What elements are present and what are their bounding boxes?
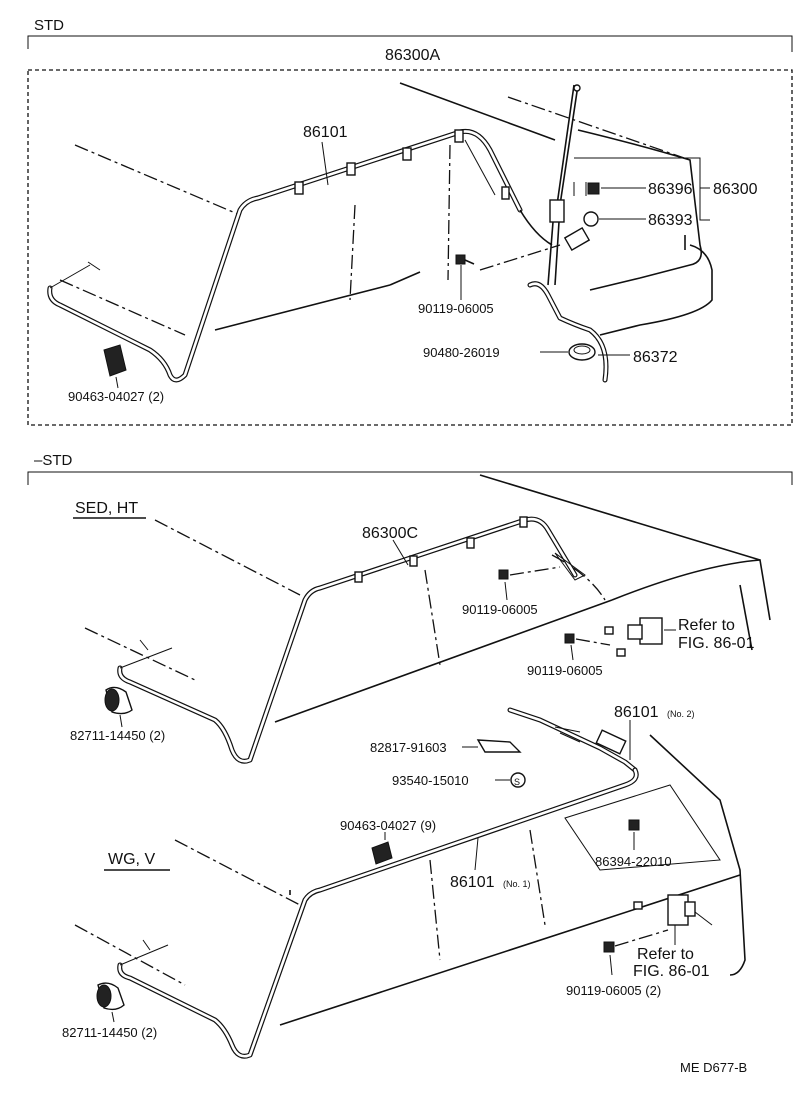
nut-86393: 86393 <box>583 211 693 229</box>
antenna-cable-86101-no1: 86101 (No. 1) <box>117 767 639 1059</box>
screw-label: 93540-15010 <box>392 773 469 788</box>
refer-fig-b-line1: Refer to <box>637 946 694 963</box>
antenna-assy-bracket <box>574 157 710 221</box>
nut-86393-label: 86393 <box>648 212 693 229</box>
subheader-sed-ht: SED, HT <box>75 500 138 517</box>
bolt-sed-a: 90119-06005 <box>462 566 561 617</box>
vehicle-body-wg <box>74 734 746 1026</box>
antenna-cable-86101 <box>47 128 523 383</box>
vehicle-body-std <box>59 82 713 336</box>
cable-no2-number: 86101 <box>614 704 659 721</box>
bolt-90119-06005: 90119-06005 <box>418 254 494 316</box>
bolt-wg-label: 90119-06005 (2) <box>566 983 661 998</box>
section-header-non-std: –STD <box>34 452 73 469</box>
cable-no1-tag: (No. 1) <box>503 879 531 889</box>
assembly-boundary <box>27 69 793 426</box>
cap-86396-label: 86396 <box>648 181 693 198</box>
clamp-wg-top-label: 90463-04027 (9) <box>340 818 436 833</box>
clamp-wg-82711-14450: 82711-14450 (2) <box>62 982 157 1040</box>
section-std: STD 86300A <box>27 17 793 426</box>
lead-86372: 86372 <box>527 281 678 383</box>
cable-86300c-label: 86300C <box>362 525 418 542</box>
svg-text:S: S <box>514 777 520 787</box>
grommet-label: 90480-26019 <box>423 345 500 360</box>
figure-code: ME D677-B <box>680 1060 747 1075</box>
assembly-bracket <box>27 35 793 52</box>
amplifier-fig-86-01: Refer to FIG. 86-01 <box>604 617 755 657</box>
refer-fig-b-line2: FIG. 86-01 <box>633 963 710 980</box>
vehicle-body-sed <box>84 474 771 723</box>
screw-93540-15010: S 93540-15010 <box>392 772 526 788</box>
cable-no1-number: 86101 <box>450 874 495 891</box>
bolt-86394-label: 86394-22010 <box>595 854 672 869</box>
bolt-86394-22010: 86394-22010 <box>595 819 672 869</box>
bolt-label: 90119-06005 <box>418 301 494 316</box>
antenna-assy-label: 86300 <box>713 181 758 198</box>
lead-86372-label: 86372 <box>633 349 678 366</box>
clamp-90463-04027-wg: 90463-04027 (9) <box>340 818 436 865</box>
antenna-cable-86300c: 86300C <box>117 516 586 764</box>
clamp-label: 90463-04027 (2) <box>68 389 164 404</box>
bolt-sed-b: 90119-06005 <box>527 633 611 678</box>
bolt-sed-a-label: 90119-06005 <box>462 602 538 617</box>
clamp-sed-label: 82711-14450 (2) <box>70 728 165 743</box>
cable-86101-label: 86101 <box>303 124 348 141</box>
cable-no2-tag: (No. 2) <box>667 709 695 719</box>
section-header-std: STD <box>34 17 64 34</box>
antenna-mast <box>519 84 591 286</box>
clamp-90463-04027: 90463-04027 (2) <box>68 344 164 404</box>
bracket-82817-91603: 82817-91603 <box>370 739 522 755</box>
section-non-std: –STD SED, HT 86300C <box>27 452 793 1059</box>
section-bracket <box>27 471 793 485</box>
cap-86396: 86396 <box>587 181 693 198</box>
clamp-sed-82711-14450: 82711-14450 (2) <box>70 686 165 743</box>
refer-fig-a-line2: FIG. 86-01 <box>678 635 755 652</box>
assembly-label: 86300A <box>385 47 440 64</box>
bracket-label: 82817-91603 <box>370 740 447 755</box>
antenna-cable-86101-no2: 86101 (No. 2) <box>507 704 695 773</box>
refer-fig-a-line1: Refer to <box>678 617 735 634</box>
subheader-wg-v: WG, V <box>108 851 155 868</box>
clamp-wg-label: 82711-14450 (2) <box>62 1025 157 1040</box>
grommet-90480-26019: 90480-26019 <box>423 343 596 361</box>
bolt-sed-b-label: 90119-06005 <box>527 663 603 678</box>
bolt-90119-06005-wg: 90119-06005 (2) <box>566 929 669 998</box>
amplifier-fig-86-01-wg: Refer to FIG. 86-01 <box>633 894 713 980</box>
